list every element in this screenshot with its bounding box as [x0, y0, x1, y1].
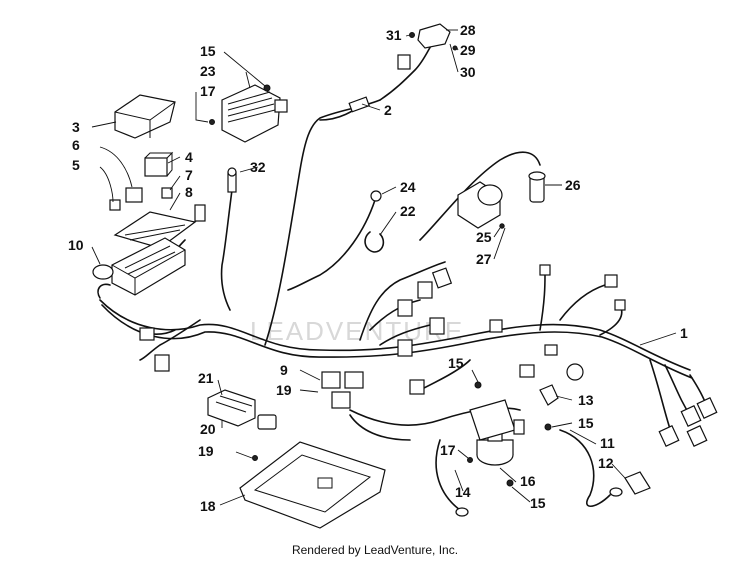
connector-20: [257, 414, 277, 430]
callout-15a: 15: [448, 355, 464, 371]
main-harness: [97, 39, 709, 511]
fuse-block-panel: [113, 211, 197, 249]
callout-11: 11: [600, 435, 615, 451]
callout-8: 8: [185, 184, 193, 200]
callout-17b: 17: [200, 83, 216, 99]
fuse: [161, 187, 173, 199]
callout-29: 29: [460, 42, 476, 58]
callout-15b: 15: [578, 415, 594, 431]
callout-30: 30: [460, 64, 476, 80]
nut-15b: [544, 423, 552, 431]
watermark: LEADVENTURE: [250, 316, 464, 346]
footer-credit: Rendered by LeadVenture, Inc.: [291, 543, 459, 557]
callout-7: 7: [185, 167, 193, 183]
callout-1: 1: [680, 325, 688, 341]
battery-tray: [239, 441, 386, 529]
callout-14: 14: [455, 484, 471, 500]
callout-15c: 15: [530, 495, 546, 511]
callout-12: 12: [598, 455, 614, 471]
fuse-box: [111, 237, 186, 296]
screw-top: [409, 32, 415, 38]
harness-connectors: [139, 54, 718, 448]
horn-round: [566, 363, 584, 381]
clip: [364, 231, 385, 253]
callout-15d: 15: [200, 43, 216, 59]
nut-15c: [506, 479, 514, 487]
callout-17a: 17: [440, 442, 456, 458]
regulator-screw: [209, 119, 215, 125]
callout-labels: 1 2 3 4 5 6 7 8 9 10 11 12 13 14 15 15 1…: [68, 22, 688, 514]
callout-28: 28: [460, 22, 476, 38]
cap-connector: [528, 171, 546, 203]
callout-6: 6: [72, 137, 80, 153]
screw-17: [467, 457, 473, 463]
ring-end: [609, 487, 623, 497]
battery-ring-end: [455, 507, 469, 517]
screw-29: [452, 45, 458, 51]
ignition-coil: [457, 181, 503, 229]
callout-24: 24: [400, 179, 416, 195]
solenoid-bracket: [469, 399, 516, 441]
callout-5: 5: [72, 157, 80, 173]
relay-9a: [321, 371, 341, 389]
callout-18: 18: [200, 498, 216, 514]
callout-19b: 19: [276, 382, 292, 398]
callout-16: 16: [520, 473, 536, 489]
callout-10: 10: [68, 237, 84, 253]
fuse-small: [109, 199, 121, 211]
callout-32: 32: [250, 159, 266, 175]
terminal-boot: [539, 384, 559, 406]
relay-cover: [114, 94, 176, 139]
inline-connector: [348, 96, 370, 113]
ring-terminal: [370, 190, 382, 202]
coil-screw: [499, 223, 505, 229]
callout-20: 20: [200, 421, 216, 437]
callout-31: 31: [386, 27, 402, 43]
callout-2: 2: [384, 102, 392, 118]
callout-9: 9: [280, 362, 288, 378]
relay-9c: [331, 391, 351, 409]
rectifier-block: [207, 389, 256, 427]
callout-4: 4: [185, 149, 193, 165]
regulator-bolt: [263, 84, 271, 92]
callout-25: 25: [476, 229, 492, 245]
nut-15a: [474, 381, 482, 389]
callout-27: 27: [476, 251, 492, 267]
relay: [144, 151, 174, 177]
callout-23: 23: [200, 63, 216, 79]
cable-boot: [624, 471, 651, 495]
leader-lines: [91, 29, 677, 506]
callout-21: 21: [198, 370, 214, 386]
speed-sensor: [227, 167, 237, 193]
callout-13: 13: [578, 392, 594, 408]
switch-bracket: [417, 23, 451, 49]
callout-3: 3: [72, 119, 80, 135]
starter-solenoid: [476, 424, 514, 466]
callout-19a: 19: [198, 443, 214, 459]
relay-small: [125, 187, 143, 203]
callout-26: 26: [565, 177, 581, 193]
clamp-ring: [92, 264, 114, 280]
voltage-regulator: [221, 84, 281, 143]
callout-22: 22: [400, 203, 416, 219]
tray-bolt: [252, 455, 258, 461]
relay-9b: [344, 371, 364, 389]
